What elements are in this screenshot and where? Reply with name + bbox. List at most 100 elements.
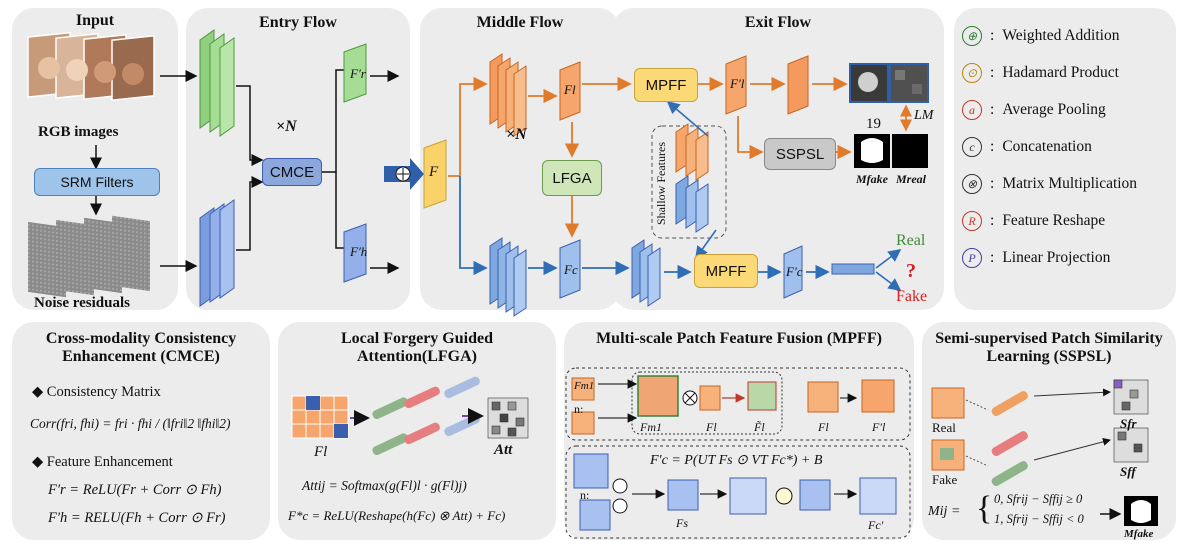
legend-label: Concatenation — [1002, 138, 1092, 155]
noise-middle-stack — [489, 237, 527, 317]
lfga-title: Local Forgery Guided Attention(LFGA) — [341, 330, 493, 365]
sspsl-case-1: 1, Sfrij − Sffij < 0 — [994, 512, 1084, 526]
lfga-att-label: Att — [494, 442, 513, 458]
legend-colon: : — [990, 138, 995, 155]
middle-flow-title: Middle Flow — [476, 14, 564, 31]
real-output-label: Real — [896, 232, 926, 249]
legend-row: a:Average Pooling — [962, 100, 1106, 120]
cmce-panel — [12, 322, 270, 540]
mask-fake-label: Mfake — [856, 172, 888, 186]
legend-row: R: Feature Reshape — [962, 211, 1105, 231]
mpff-label-top: MPFF — [645, 76, 687, 94]
mpff-box-bottom: MPFF — [694, 254, 758, 288]
lfga-label: LFGA — [552, 169, 592, 187]
legend-label: Feature Reshape — [1002, 212, 1106, 229]
noise-residuals-label: Noise residuals — [34, 295, 130, 311]
sspsl-fake-label: Fake — [932, 472, 958, 487]
fc-label: Fc — [564, 262, 578, 277]
cmce-bullet-1-text: Consistency Matrix — [46, 384, 161, 400]
eq-fr-prime: F′r = ReLU(Fr + Corr ⊙ Fh) — [48, 482, 222, 498]
legend-colon: : — [990, 175, 995, 192]
m-ij-label: Mij = — [928, 504, 961, 519]
mpff-title: Multi-scale Patch Feature Fusion (MPFF) — [596, 330, 882, 347]
times-n-entry: ×N — [276, 118, 297, 135]
hadamard-product-icon: ⊙ — [962, 63, 982, 83]
legend-colon: : — [990, 212, 995, 229]
sspsl-real-label: Real — [932, 420, 956, 435]
eq-fc-star: F*c = ReLU(Reshape(h(Fc) ⊗ Att) + Fc) — [288, 508, 506, 523]
mpff-fc-prime-label: Fc′ — [868, 518, 884, 532]
cmce-box: CMCE — [262, 158, 322, 186]
concatenation-icon: c — [962, 137, 982, 157]
fl-label: Fl — [564, 82, 576, 97]
mpff-fl-1-label: Fl — [706, 420, 717, 434]
fc-prime-label: F′c — [786, 264, 803, 279]
sspsl-graphics — [931, 379, 1158, 526]
legend-label: Weighted Addition — [1002, 27, 1120, 44]
loss-m-label: LM — [914, 108, 934, 123]
srm-filters-box: SRM Filters — [34, 168, 160, 196]
f-label: F — [429, 164, 439, 180]
noise-residual-stack — [28, 215, 150, 298]
lfga-graphics — [291, 376, 529, 456]
mpff-label-bottom: MPFF — [705, 262, 747, 280]
mpff-fm1-label: Fm1 — [574, 380, 595, 392]
s-fr-label: Sfr — [1120, 416, 1137, 431]
sspsl-label: SSPSL — [775, 145, 825, 163]
input-title: Input — [75, 12, 115, 29]
times-n-middle: ×N — [506, 126, 527, 143]
matrix-multiplication-icon: ⊗ — [962, 174, 982, 194]
mpff-fs-label: Fs — [676, 516, 688, 530]
brace: { — [976, 490, 993, 527]
rgb-images-label: RGB images — [38, 124, 119, 140]
mpff-n-label: n: — [574, 402, 584, 416]
rgb-image-stack — [27, 31, 155, 102]
mpff-fm1-b-label: Fm1 — [640, 420, 662, 434]
legend-colon: : — [990, 64, 995, 81]
linear-projection-icon: P — [962, 248, 982, 268]
fl-prime-label: F′l — [730, 76, 745, 91]
cmce-bullet-2-text: Feature Enhancement — [46, 454, 173, 470]
legend-colon: : — [990, 101, 995, 118]
legend-label: Matrix Multiplication — [1002, 175, 1138, 192]
weighted-addition-icon: ⊕ — [962, 26, 982, 46]
mpff-eq-fc: F′c = P(UT Fs ⊙ VT Fc*) + B — [650, 453, 823, 468]
eq-att: Attij = Softmax(g(Fl)l · g(Fl)j) — [302, 478, 467, 493]
fh-prime-label: F′h — [350, 244, 368, 259]
mpff-box-top: MPFF — [634, 68, 698, 102]
sspsl-box: SSPSL — [764, 138, 836, 170]
eq-fh-prime: F′h = RELU(Fh + Corr ⊙ Fr) — [48, 510, 226, 526]
exit-flow-title: Exit Flow — [744, 14, 812, 31]
legend-label: Linear Projection — [1002, 249, 1111, 266]
mpff-fl-2-label: Fl — [818, 420, 829, 434]
legend-panel — [954, 8, 1176, 310]
legend-colon: : — [990, 249, 995, 266]
sspsl-m-fake-label: Mfake — [1124, 528, 1154, 540]
legend-colon: : — [990, 27, 995, 44]
noise-feature-stack — [199, 199, 235, 307]
sspsl-case-0: 0, Sfrij − Sffij ≥ 0 — [994, 492, 1083, 506]
rgb-middle-stack — [489, 53, 527, 137]
legend-label: Hadamard Product — [1002, 64, 1119, 81]
mpff-f-tilde-label: F̃l — [754, 420, 765, 434]
legend-row: ⊙: Hadamard Product — [962, 63, 1119, 83]
rgb-feature-stack — [199, 29, 235, 137]
legend-row: ⊕: Weighted Addition — [962, 26, 1119, 46]
lfga-fl-label: Fl — [314, 444, 328, 460]
legend-row: ⊗: Matrix Multiplication — [962, 174, 1137, 194]
srm-filters-label: SRM Filters — [60, 174, 134, 190]
fr-prime-label: F′r — [350, 66, 366, 81]
question-mark: ? — [906, 260, 916, 282]
average-pooling-icon: a — [962, 100, 982, 120]
number-19: 19 — [866, 116, 881, 132]
cmce-label: CMCE — [269, 163, 315, 181]
s-ff-label: Sff — [1120, 464, 1136, 479]
cmce-bullet-1: ◆ Consistency Matrix — [32, 384, 161, 400]
legend-row: P: Linear Projection — [962, 248, 1110, 268]
mpff-fl-prime-label: F′l — [872, 420, 886, 434]
legend-row: c: Concatenation — [962, 137, 1092, 157]
mpff-n-label-2: n: — [580, 488, 590, 502]
sspsl-title: Semi-supervised Patch Similarity Learnin… — [935, 330, 1163, 365]
feature-reshape-icon: R — [962, 211, 982, 231]
